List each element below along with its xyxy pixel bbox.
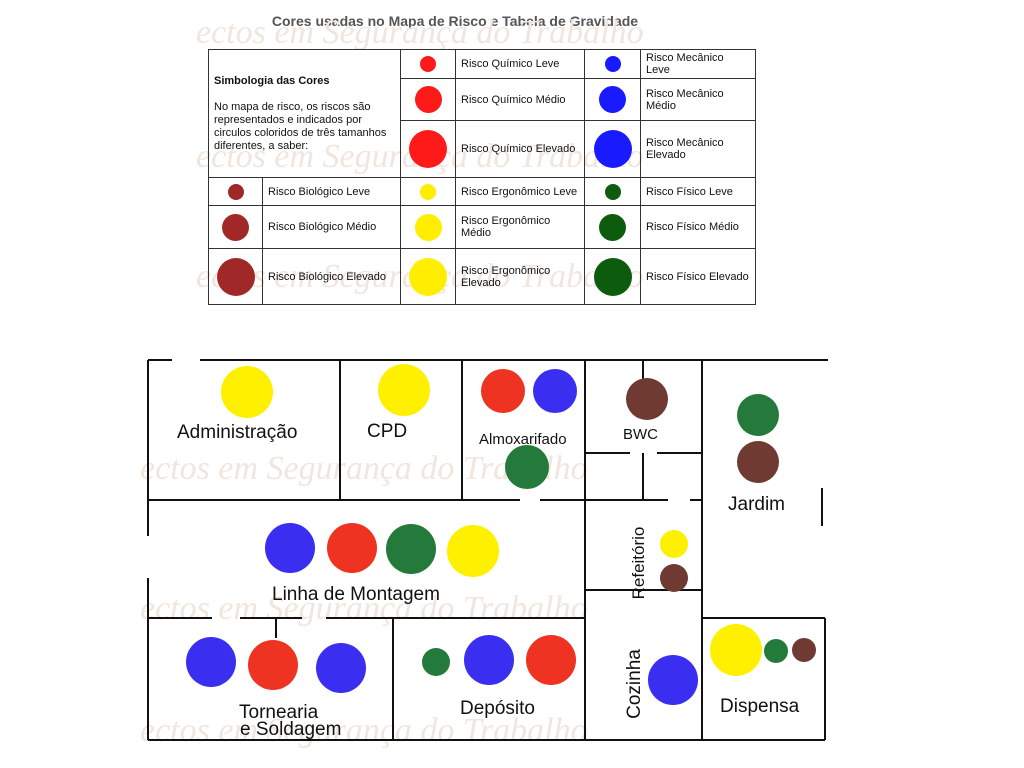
biologico-leve-dot [227,183,244,200]
biological-risk-circle [792,638,816,662]
room-label-deposito: Depósito [460,698,535,719]
chemical-risk-circle [327,523,377,573]
physical-risk-circle [386,524,436,574]
room-label-tornearia: Tornearia [239,702,319,723]
physical-risk-circle [764,639,788,663]
room-label-cpd: CPD [367,421,408,442]
room-label-jardim: Jardim [728,494,786,515]
physical-risk-circle [737,394,779,436]
legend-label: Risco Mecânico Leve [640,49,756,79]
legend-label: Risco Físico Elevado [640,248,756,305]
biologico-elevado-dot [216,257,255,296]
ergonomico-elevado-dot [409,257,447,296]
room-label-bwc: BWC [623,426,658,443]
page-title: Cores usadas no Mapa de Risco e Tabela d… [271,13,639,29]
biologico-medio-dot [222,213,249,241]
ergonomico-medio-dot [414,213,442,241]
legend-label: Risco Biológico Elevado [262,248,401,305]
ergonomic-risk-circle [660,530,688,558]
physical-risk-circle [505,445,549,489]
ergonomic-risk-circle [447,525,499,577]
risk-circles [186,364,816,705]
legend-label: Risco Físico Médio [640,205,756,249]
legend-intro-text: No mapa de risco, os riscos são represen… [214,100,387,152]
legend-label: Risco Mecânico Médio [640,78,756,121]
room-label-cozinha: Cozinha [624,649,645,719]
chemical-risk-circle [526,635,576,685]
quimico-medio-dot [414,86,442,113]
legend-label: Risco Mecânico Elevado [640,120,756,178]
mechanical-risk-circle [648,655,698,705]
legend-intro: Simbologia das Cores No mapa de risco, o… [208,49,401,178]
ergonomic-risk-circle [378,364,430,416]
room-label-soldagem: e Soldagem [240,719,342,740]
mecanico-leve-dot [604,56,621,72]
mecanico-elevado-dot [593,130,632,168]
legend-label: Risco Ergonômico Leve [455,177,585,206]
biological-risk-circle [626,378,668,420]
mechanical-risk-circle [316,643,366,693]
legend-label: Risco Físico Leve [640,177,756,206]
mechanical-risk-circle [265,523,315,573]
ergonomico-leve-dot [420,183,436,200]
mecanico-medio-dot [599,86,626,113]
ergonomic-risk-circle [221,366,273,418]
quimico-elevado-dot [409,130,447,168]
room-label-refeitorio: Refeitório [629,526,648,600]
biological-risk-circle [737,441,779,483]
fisico-medio-dot [599,213,626,241]
biological-risk-circle [660,564,688,592]
legend-label: Risco Químico Elevado [455,120,585,178]
chemical-risk-circle [481,369,525,413]
fisico-leve-dot [604,183,621,200]
legend-intro-title: Simbologia das Cores [214,74,330,87]
mechanical-risk-circle [186,637,236,687]
legend-label: Risco Biológico Leve [262,177,401,206]
room-label-linha-montagem: Linha de Montagem [272,584,440,605]
walls [147,359,828,741]
room-label-almoxarifado: Almoxarifado [479,431,567,448]
mechanical-risk-circle [533,369,577,413]
mechanical-risk-circle [464,635,514,685]
legend-label: Risco Biológico Médio [262,205,401,249]
room-label-dispensa: Dispensa [720,696,800,717]
room-label-administracao: Administração [177,422,298,443]
legend-table: Simbologia das Cores No mapa de risco, o… [208,49,756,305]
legend-label: Risco Químico Médio [455,78,585,121]
physical-risk-circle [422,648,450,676]
quimico-leve-dot [420,56,436,72]
ergonomic-risk-circle [710,624,762,676]
fisico-elevado-dot [593,257,632,296]
legend-label: Risco Ergonômico Médio [455,205,585,249]
chemical-risk-circle [248,640,298,690]
